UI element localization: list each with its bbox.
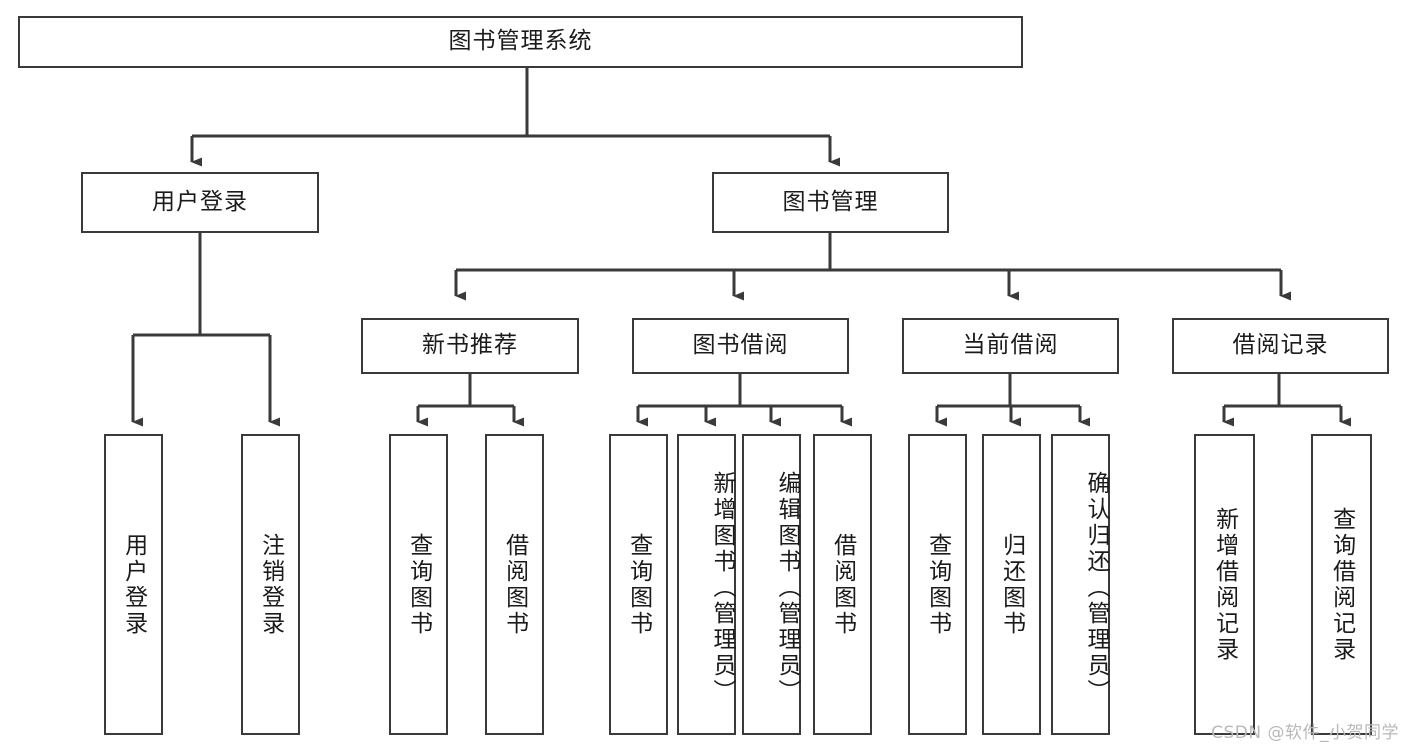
node-leaf-lend-book[interactable]: 借阅图书 <box>813 434 872 735</box>
node-leaf-add-borrow-record[interactable]: 新增借阅记录 <box>1194 434 1255 735</box>
node-leaf-borrow-book-newbook[interactable]: 借阅图书 <box>485 434 544 735</box>
node-leaf-user-login[interactable]: 用户登录 <box>104 434 163 735</box>
node-leaf-confirm-return-admin[interactable]: 确认归还（管理员） <box>1051 434 1110 735</box>
node-current-borrowing[interactable]: 当前借阅 <box>902 318 1119 374</box>
node-user-login[interactable]: 用户登录 <box>81 172 319 233</box>
node-leaf-return-book[interactable]: 归还图书 <box>982 434 1041 735</box>
node-book-borrowing[interactable]: 图书借阅 <box>632 318 849 374</box>
node-root-book-management-system[interactable]: 图书管理系统 <box>18 16 1023 68</box>
node-leaf-add-book-admin[interactable]: 新增图书（管理员） <box>677 434 736 735</box>
node-book-management[interactable]: 图书管理 <box>712 172 949 233</box>
node-leaf-query-borrow-record[interactable]: 查询借阅记录 <box>1311 434 1372 735</box>
node-new-book-recommendation[interactable]: 新书推荐 <box>361 318 579 374</box>
node-leaf-edit-book-admin[interactable]: 编辑图书（管理员） <box>742 434 801 735</box>
node-leaf-query-book-current[interactable]: 查询图书 <box>908 434 967 735</box>
node-leaf-query-book-borrow[interactable]: 查询图书 <box>609 434 668 735</box>
node-borrow-records[interactable]: 借阅记录 <box>1172 318 1389 374</box>
node-leaf-query-book-newbook[interactable]: 查询图书 <box>389 434 448 735</box>
node-leaf-user-logout[interactable]: 注销登录 <box>241 434 300 735</box>
